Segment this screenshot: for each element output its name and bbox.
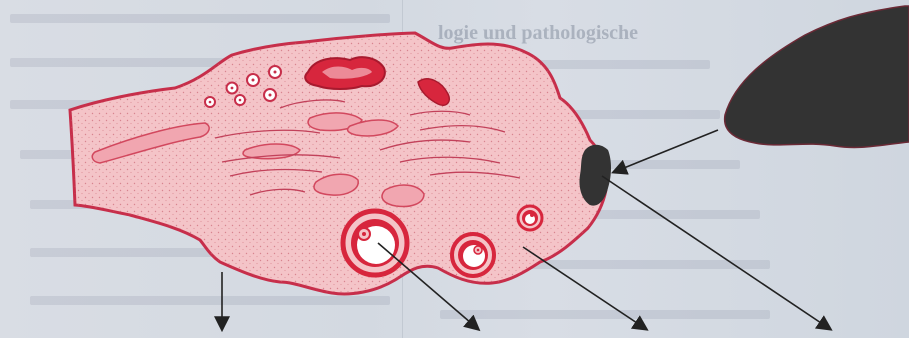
arrow-from-dark-mass	[614, 130, 718, 172]
small-dark-mass	[579, 145, 611, 206]
medium-follicle	[452, 234, 494, 276]
large-follicle	[343, 211, 407, 275]
small-follicle	[518, 206, 542, 230]
arrow-small-dark-mass	[602, 176, 830, 329]
arrow-medium-follicle	[523, 247, 646, 329]
dark-tissue-mass	[725, 6, 909, 147]
